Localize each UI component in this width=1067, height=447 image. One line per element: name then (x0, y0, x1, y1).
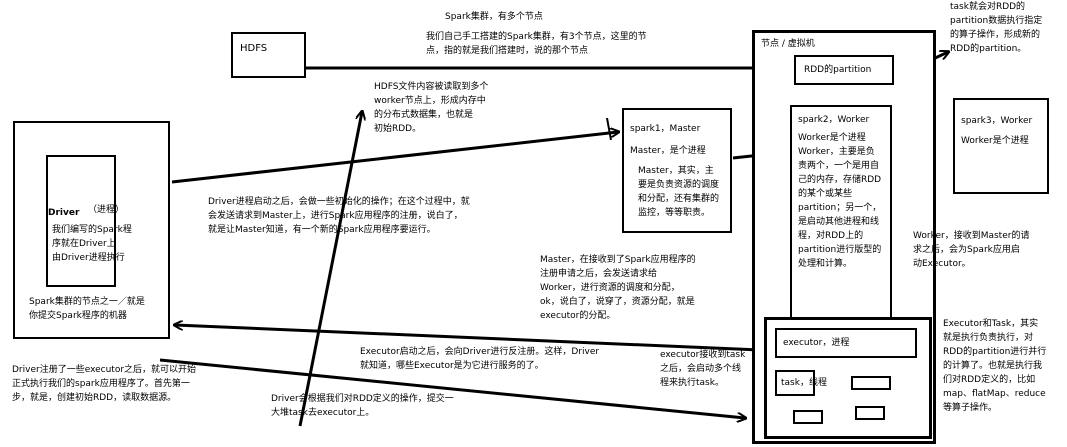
driver-register-desc: Driver注册了一些executor之后，就可以开始 正式执行我们的spark… (12, 365, 197, 403)
driver-process-box (46, 155, 116, 287)
driver-process-label: （进程） (88, 205, 125, 215)
rdd-partition-box: RDD的partition (794, 55, 894, 85)
spark3-title: spark3，Worker (961, 116, 1033, 126)
rdd-partition-label: RDD的partition (804, 65, 872, 75)
spark-cluster-desc: 我们自己手工搭建的Spark集群，有3个节点，这里的节 点，指的就是我们搭建时，… (426, 32, 647, 56)
hdfs-desc: HDFS文件内容被读取到多个 worker节点上，形成内存中 的分布式数据集，也… (374, 82, 489, 134)
spark1-title: spark1，Master (630, 124, 701, 134)
cluster-node-desc: Spark集群的节点之一／就是 你提交Spark程序的机器 (29, 297, 145, 321)
spark1-desc: Master，其实，主 要是负责资源的调度 和分配，还有集群的 监控，等等职责。 (638, 166, 720, 218)
spark3-desc: Worker是个进程 (961, 136, 1029, 146)
executor-and-task-desc: Executor和Task，其实 就是执行负责执行，对 RDD的partitio… (943, 319, 1047, 413)
spark1-process: Master，是个进程 (630, 146, 706, 156)
arrow-executor-to-driver (175, 325, 761, 352)
driver-machine-box: Driver （进程） 我们编写的Spark程 序就在Driver上 由Driv… (13, 121, 170, 339)
spark2-title: spark2，Worker (798, 115, 870, 125)
driver-start-desc: Driver进程启动之后，会做一些初始化的操作；在这个过程中，就 会发送请求到M… (208, 197, 470, 235)
spark2-desc: Worker是个进程 Worker，主要是负 责两个，一个是用自 己的内存，存储… (798, 133, 882, 269)
arrow-spark1-up (606, 117, 612, 141)
executor-reverse-desc: Executor启动之后，会向Driver进行反注册。这样，Driver 就知道… (360, 347, 600, 371)
hdfs-label: HDFS (240, 43, 268, 54)
driver-desc: 我们编写的Spark程 序就在Driver上 由Driver进程执行 (52, 225, 132, 263)
worker-receive-desc: Worker，接收到Master的请 求之后，会为Spark应用启 动Execu… (913, 231, 1030, 269)
arrow-driver-to-master (171, 132, 618, 184)
task-box: task，线程 (775, 370, 827, 396)
task-note: task就会对RDD的 partition数据执行指定 的算子操作，形成新的 R… (950, 2, 1043, 54)
driver-split-desc: Driver会根据我们对RDD定义的操作，提交一 大堆task去executor… (271, 394, 454, 418)
executor-label-box: executor，进程 (775, 328, 917, 358)
executor-label: executor，进程 (783, 338, 850, 348)
arrow-hdfs-read (298, 112, 362, 427)
task-slot (851, 376, 891, 390)
worker-node-box: 节点 / 虚拟机 RDD的partition spark2，Worker Wor… (752, 30, 936, 444)
master-receive-desc: Master，在接收到了Spark应用程序的 注册申请之后，会发送请求给 Wor… (540, 255, 696, 321)
spark2-box: spark2，Worker Worker是个进程 Worker，主要是负 责两个… (790, 105, 892, 321)
executor-box: executor，进程 task，线程 (764, 317, 932, 439)
task-slot (793, 410, 823, 424)
spark-cluster-title: Spark集群，有多个节点 (445, 12, 543, 22)
hdfs-box: HDFS (231, 32, 306, 78)
node-label: 节点 / 虚拟机 (761, 39, 815, 49)
driver-bold-label: Driver (48, 208, 80, 218)
task-slot (855, 406, 885, 420)
arrow-driver-to-executor (159, 358, 745, 418)
task-label: task，线程 (781, 378, 827, 388)
spark3-box: spark3，Worker Worker是个进程 (953, 98, 1049, 194)
executor-task-desc: executor接收到task 之后，会启动多个线 程来执行task。 (660, 350, 746, 388)
spark1-box: spark1，Master Master，是个进程 Master，其实，主 要是… (622, 108, 732, 233)
